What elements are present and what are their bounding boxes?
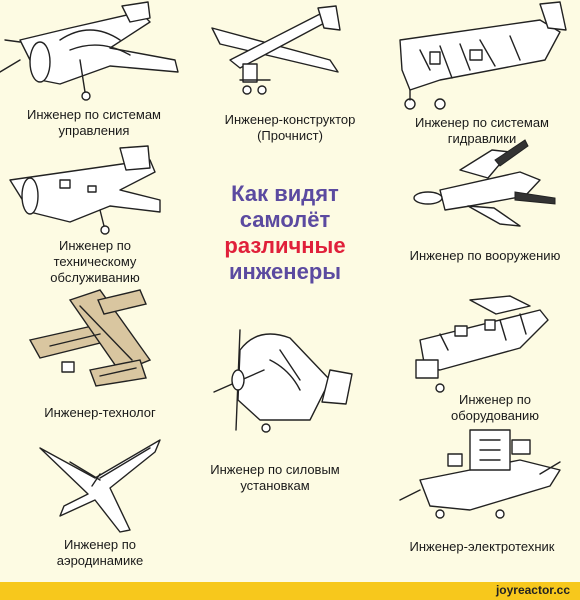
- plane-hydraulics-drawing: [399, 1, 567, 110]
- plane-designer-drawing: [211, 5, 341, 95]
- label-electrical: Инженер-электротехник: [409, 539, 555, 554]
- site-watermark[interactable]: joyreactor.cc: [495, 583, 570, 597]
- label-powerplant: Инженер по силовым установкам: [210, 462, 340, 493]
- title-line-1: Как видят: [231, 181, 339, 206]
- label-maintenance: Инженер по техническому обслуживанию: [50, 238, 140, 285]
- label-hydraulics: Инженер по системам гидравлики: [415, 115, 549, 146]
- plane-weapons-drawing: [413, 139, 556, 227]
- plane-control-systems-drawing: [0, 1, 179, 101]
- label-equipment: Инженер по оборудованию: [450, 392, 540, 423]
- title-line-4: инженеры: [228, 259, 342, 284]
- plane-equipment-drawing: [415, 295, 549, 393]
- plane-maintenance-drawing: [9, 145, 161, 235]
- label-technologist: Инженер-технолог: [44, 405, 156, 420]
- title-line-3: различные: [224, 233, 346, 258]
- label-designer: Инженер-конструктор (Прочнист): [224, 112, 356, 143]
- plane-electrical-drawing: [399, 429, 561, 519]
- title-line-2: самолёт: [239, 207, 331, 232]
- plane-powerplant-drawing: [213, 329, 353, 433]
- label-control-systems: Инженер по системам управления: [27, 107, 161, 138]
- plane-aerodynamics-drawing: [39, 439, 161, 533]
- label-aerodynamics: Инженер по аэродинамике: [56, 537, 144, 568]
- label-weapons: Инженер по вооружению: [409, 248, 561, 263]
- page-title: Как видят самолёт различные инженеры: [190, 181, 380, 285]
- footer-bar: joyreactor.cc: [0, 582, 580, 600]
- plane-technologist-drawing: [28, 289, 152, 387]
